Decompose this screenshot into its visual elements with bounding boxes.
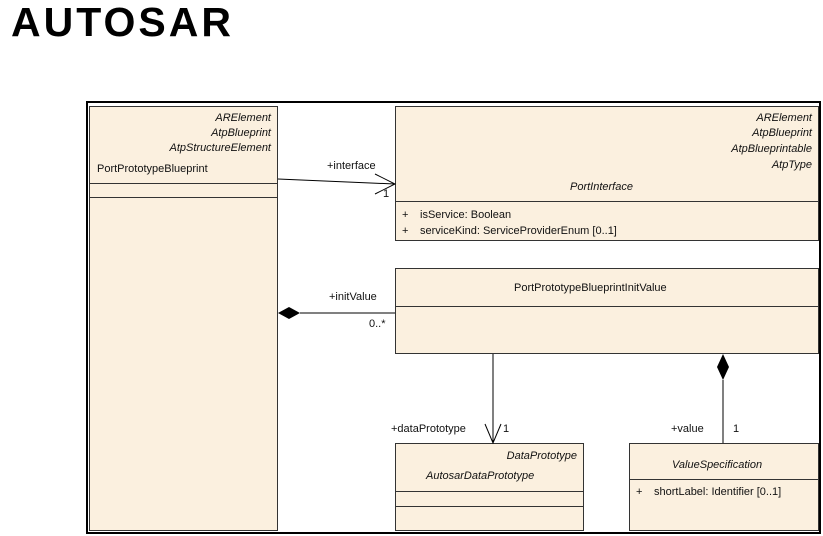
class-autosar-data-prototype: DataPrototype AutosarDataPrototype: [395, 443, 584, 531]
section-divider: [90, 183, 277, 184]
class-name: AutosarDataPrototype: [426, 470, 535, 482]
attribute-row: +shortLabel: Identifier [0..1]: [636, 486, 782, 498]
section-divider: [630, 479, 818, 480]
section-divider: [396, 306, 818, 307]
stereotype-arelement: ARElement: [215, 112, 271, 124]
class-name: PortPrototypeBlueprintInitValue: [514, 282, 667, 294]
composition-diamond-init-value: [278, 307, 300, 319]
stereotype-atpstructureelement: AtpStructureElement: [169, 142, 272, 154]
class-port-prototype-blueprint: ARElement AtpBlueprint AtpStructureEleme…: [89, 106, 278, 531]
role-data-prototype: +dataPrototype: [391, 423, 466, 435]
multiplicity-data-prototype: 1: [503, 423, 510, 435]
stereotype-atptype: AtpType: [771, 159, 812, 171]
stereotype-atpblueprintable: AtpBlueprintable: [731, 143, 812, 155]
multiplicity-init-value: 0..*: [369, 318, 386, 330]
role-value: +value: [671, 423, 704, 435]
stereotype-dataprototype: DataPrototype: [506, 450, 577, 462]
composition-diamond-value: [717, 354, 729, 380]
stereotype-atpblueprint: AtpBlueprint: [211, 127, 271, 139]
class-name: ValueSpecification: [672, 459, 763, 471]
arrowhead-data-prototype: [484, 423, 502, 445]
role-init-value: +initValue: [329, 291, 377, 303]
class-value-specification: ValueSpecification +shortLabel: Identifi…: [629, 443, 819, 531]
class-init-value: PortPrototypeBlueprintInitValue: [395, 268, 819, 354]
stereotype-arelement: ARElement: [756, 112, 812, 124]
section-divider: [396, 491, 583, 492]
logo-text: AUTOSAR: [11, 0, 234, 45]
arrowhead-interface: [374, 173, 397, 195]
association-interface-line: [277, 178, 396, 185]
section-divider: [396, 201, 818, 202]
class-name: PortInterface: [570, 181, 633, 193]
section-divider: [90, 197, 277, 198]
multiplicity-value: 1: [733, 423, 740, 435]
section-divider: [396, 506, 583, 507]
role-interface: +interface: [327, 160, 376, 172]
attribute-row: +isService: Boolean: [402, 209, 512, 221]
attribute-row: +serviceKind: ServiceProviderEnum [0..1]: [402, 225, 617, 237]
stereotype-atpblueprint: AtpBlueprint: [752, 127, 812, 139]
class-name: PortPrototypeBlueprint: [97, 163, 208, 175]
multiplicity-interface: 1: [383, 188, 390, 200]
class-port-interface: ARElement AtpBlueprint AtpBlueprintable …: [395, 106, 819, 241]
